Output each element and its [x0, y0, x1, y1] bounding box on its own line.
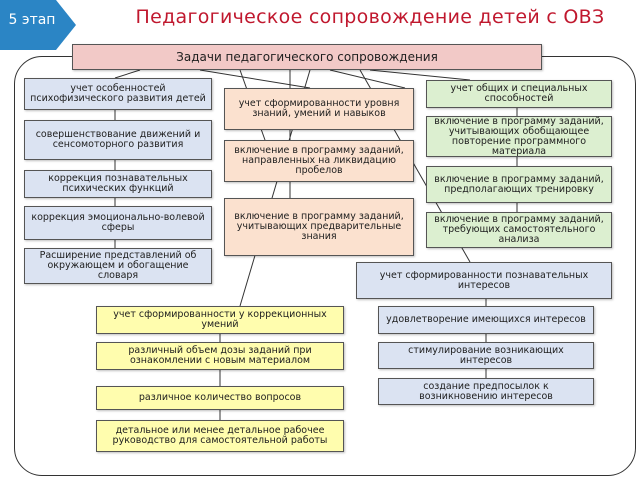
- interests-item-1: удовлетворение имеющихся интересов: [378, 306, 594, 334]
- correction-item-3: детальное или менее детальное рабочее ру…: [96, 420, 344, 452]
- page-title: Педагогическое сопровождение детей с ОВЗ: [135, 6, 605, 28]
- left-box-5: Расширение представлений об окружающем и…: [24, 248, 212, 284]
- right-box-2: включение в программу заданий, учитывающ…: [426, 116, 612, 157]
- right-box-3: включение в программу заданий, предполаг…: [426, 166, 612, 203]
- center-box-3: включение в программу заданий, учитывающ…: [224, 198, 414, 256]
- interests-item-3: создание предпосылок к возникновению инт…: [378, 378, 594, 405]
- stage-badge-arrow: [0, 0, 76, 50]
- stage-badge-label: 5 этап: [8, 12, 56, 28]
- left-box-2: совершенствование движений и сенсомоторн…: [24, 120, 212, 160]
- correction-head: учет сформированности у коррекционных ум…: [96, 306, 344, 334]
- center-box-2: включение в программу заданий, направлен…: [224, 140, 414, 182]
- left-box-4: коррекция эмоционально-волевой сферы: [24, 206, 212, 240]
- left-box-3: коррекция познавательных психических фун…: [24, 170, 212, 198]
- center-box-1: учет сформированности уровня знаний, уме…: [224, 88, 414, 130]
- right-box-1: учет общих и специальных способностей: [426, 80, 612, 108]
- header-tasks: Задачи педагогического сопровождения: [72, 44, 542, 70]
- right-box-4: включение в программу заданий, требующих…: [426, 212, 612, 248]
- interests-head: учет сформированности познавательных инт…: [356, 262, 612, 299]
- correction-item-1: различный объем дозы заданий при ознаком…: [96, 342, 344, 370]
- interests-item-2: стимулирование возникающих интересов: [378, 342, 594, 369]
- left-box-1: учет особенностей психофизического разви…: [24, 78, 212, 110]
- correction-item-2: различное количество вопросов: [96, 386, 344, 410]
